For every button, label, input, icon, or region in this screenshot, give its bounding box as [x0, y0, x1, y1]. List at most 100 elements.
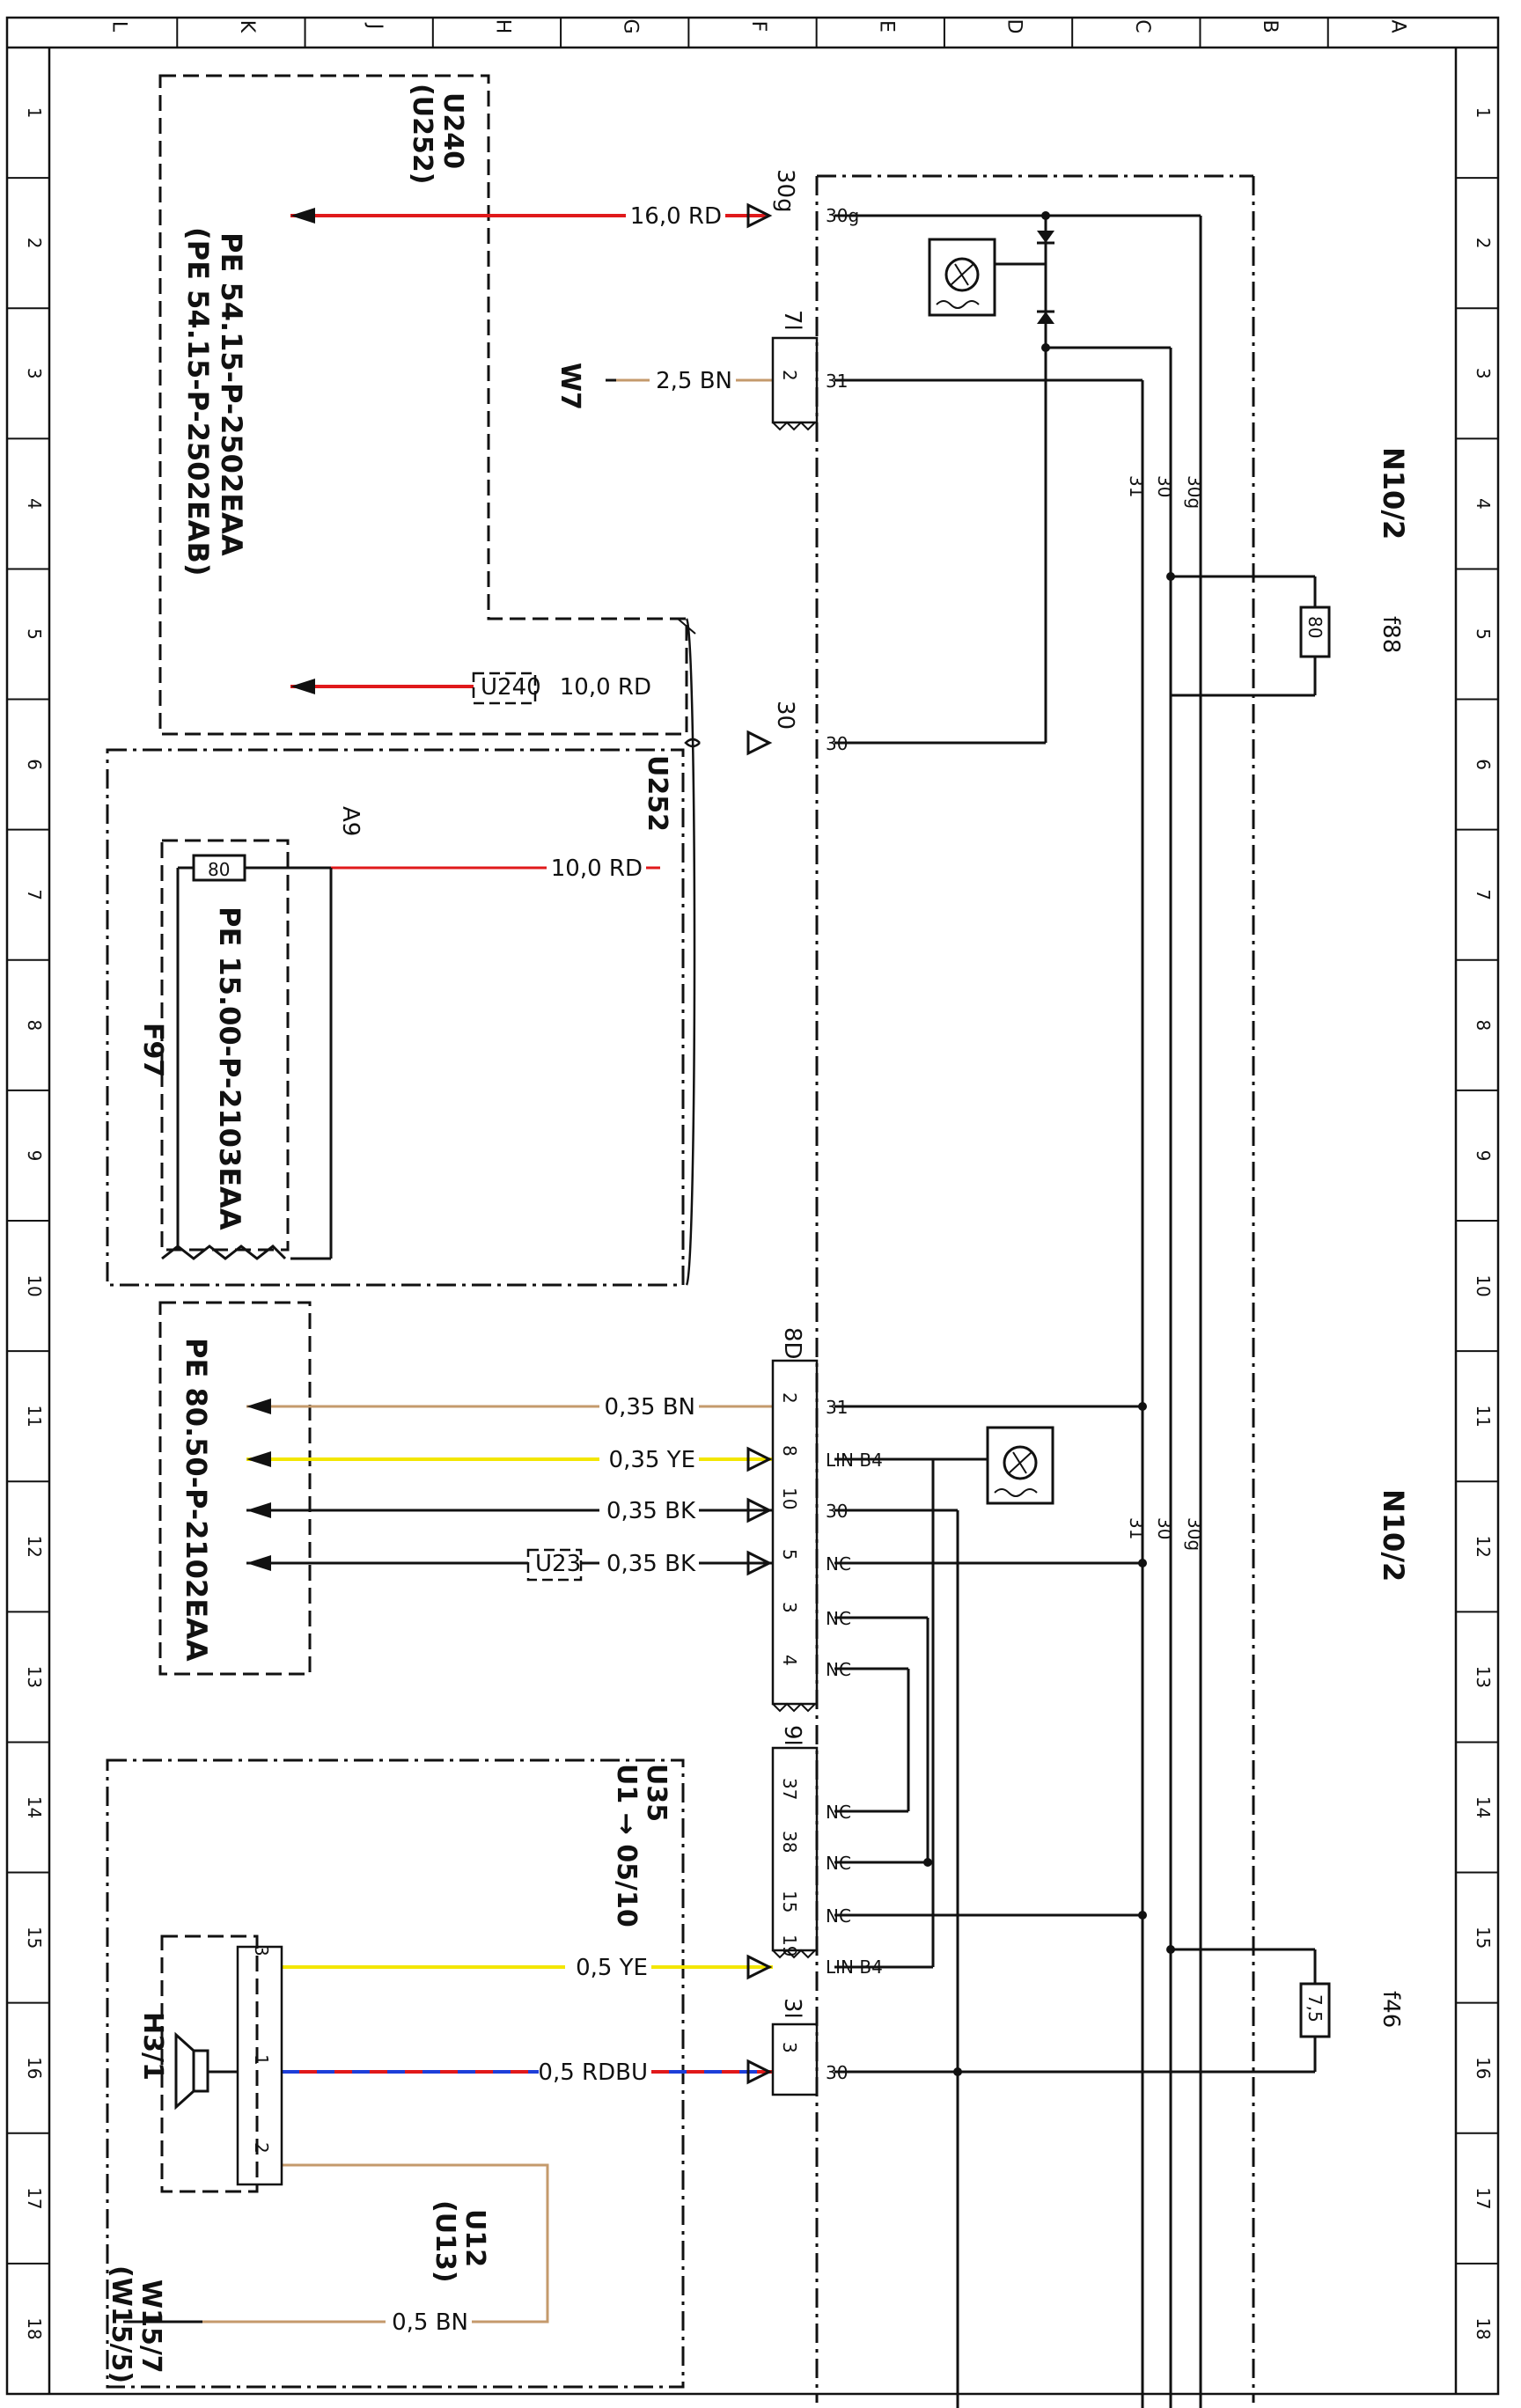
row-label: 18	[24, 2317, 45, 2339]
wire-w-05rdbu: 0,5 RDBU	[282, 2059, 773, 2087]
row-label: 11	[1473, 1405, 1494, 1427]
pin-lin-label-b: LIN B4	[826, 1956, 883, 1978]
w15-paren-label: (W15/5)	[106, 2265, 136, 2383]
terminal-30-external: 30	[772, 701, 798, 730]
u35-boundary	[106, 1758, 685, 2389]
u240-boundary	[158, 74, 688, 736]
pe-80-50-box	[158, 1301, 312, 1676]
internal-schematic	[161, 211, 1331, 2408]
row-label: 10	[1473, 1274, 1494, 1296]
column-label: A	[1386, 19, 1408, 33]
stub-lines	[123, 378, 701, 2324]
a9-label: A9	[337, 806, 364, 836]
pin-3l-3: 3	[779, 2042, 800, 2053]
wire-w-035bk-b: 0,35 BK	[246, 1551, 773, 1578]
pin-9l-38: 38	[779, 1831, 800, 1853]
row-label: 9	[24, 1150, 45, 1162]
connector-3l: 3l	[779, 1998, 805, 2019]
column-label: G	[620, 18, 642, 33]
row-label: 13	[24, 1666, 45, 1688]
row-label: 1	[24, 107, 45, 119]
wire-label: 10,0 RD	[551, 855, 643, 882]
connector-blocks	[771, 336, 819, 2096]
ref-pe-80-50-2102eaa: PE 80.50-P-2102EAA	[180, 1338, 213, 1662]
u252-label: U252	[642, 755, 672, 832]
f97-label: F97	[137, 1023, 168, 1077]
wire-w-10rd-b: 10,0 RD	[308, 855, 660, 883]
wire-w-16rd: 16,0 RD	[290, 203, 766, 231]
connector-8d: 8D	[779, 1327, 805, 1360]
row-label: 17	[24, 2187, 45, 2209]
row-label: 14	[1473, 1796, 1494, 1818]
row-label: 15	[1473, 1927, 1494, 1949]
u23-inline-box: U23	[526, 1548, 583, 1582]
row-label: 16	[24, 2057, 45, 2079]
column-label: D	[1003, 19, 1025, 34]
row-label: 3	[1473, 368, 1494, 379]
connector-7l: 7l	[779, 310, 805, 331]
row-label: 11	[24, 1405, 45, 1427]
pin-nc-label-b: NC	[826, 1608, 851, 1629]
wire-w-10rd-a: 10,0 RD	[290, 674, 655, 701]
wire-label: 0,35 BN	[605, 1394, 695, 1421]
pin-8d-2: 2	[779, 1392, 800, 1404]
pin-30-label-b: 30	[826, 2062, 848, 2083]
row-label: 12	[24, 1536, 45, 1558]
row-label: 4	[24, 498, 45, 510]
row-label: 2	[1473, 238, 1494, 249]
row-label: 5	[1473, 628, 1494, 640]
column-label: L	[108, 21, 130, 33]
column-label: E	[875, 20, 897, 33]
pin-30-label: 30	[826, 1501, 848, 1522]
row-label: 7	[24, 889, 45, 900]
wire-w-25bn: 2,5 BN	[616, 368, 773, 395]
row-label: 18	[1473, 2317, 1494, 2339]
pin-30g-label: 30g	[826, 205, 859, 226]
wire-w-035bn: 0,35 BN	[246, 1394, 773, 1421]
pin-h3-3: 3	[251, 1945, 272, 1956]
row-label: 8	[24, 1019, 45, 1031]
relay-symbol-top	[928, 238, 996, 317]
bus-31-label-top: 31	[1126, 475, 1147, 497]
pin-nc-label-d: NC	[826, 1802, 851, 1823]
wire-w-05bn: 0,5 BN	[202, 2163, 549, 2337]
f97-fuse-value: 80	[208, 859, 230, 880]
wire-label: 0,5 RDBU	[538, 2059, 648, 2086]
wire-label: 0,35 BK	[606, 1498, 696, 1524]
w7-ground-label: W7	[555, 363, 585, 410]
wire-label: 0,5 YE	[576, 1955, 648, 1981]
wire-label: 0,5 BN	[392, 2309, 468, 2336]
column-label: J	[364, 22, 386, 30]
wire-w-035bk-a: 0,35 BK	[246, 1498, 773, 1525]
ref-pe-54-15-2502eab: (PE 54.15-P-2502EAB)	[181, 227, 215, 576]
column-label: C	[1131, 19, 1153, 33]
pin-8d-5: 5	[779, 1549, 800, 1560]
row-label: 8	[1473, 1019, 1494, 1031]
wire-label: 16,0 RD	[630, 203, 722, 230]
wire-label: 0,35 BK	[606, 1551, 696, 1577]
w15-ground-label: W15/7	[136, 2280, 166, 2374]
row-label: 10	[24, 1274, 45, 1296]
u252-boundary	[106, 748, 685, 1287]
bus-30-label-top: 30	[1154, 475, 1175, 497]
pin-8d-4: 4	[779, 1655, 800, 1666]
wire-label: 0,35 YE	[609, 1447, 695, 1473]
labels-layer: U240 (U252) U252 U12 (U13) U35 U1 → 05/1…	[106, 84, 1410, 2383]
f88-label: f88	[1378, 616, 1404, 653]
column-label: K	[236, 20, 258, 33]
pin-9l-37: 37	[779, 1778, 800, 1800]
column-label: B	[1259, 19, 1281, 33]
column-label: F	[747, 21, 769, 33]
relay-symbol-bottom	[933, 1426, 1054, 1505]
wires-layer: 16,0 RD 2,5 BN 10,0 RD 10,0 RD 0,35 BN 0,35 Y…	[202, 202, 773, 2337]
row-label: 17	[1473, 2187, 1494, 2209]
row-label: 4	[1473, 498, 1494, 510]
boxed-label: U240	[481, 674, 541, 701]
terminal-30g-external: 30g	[772, 169, 798, 213]
boundary-boxes	[106, 74, 1255, 2403]
u1-reference: U1 → 05/10	[611, 1764, 642, 1927]
pin-h3-2: 2	[251, 2142, 272, 2154]
